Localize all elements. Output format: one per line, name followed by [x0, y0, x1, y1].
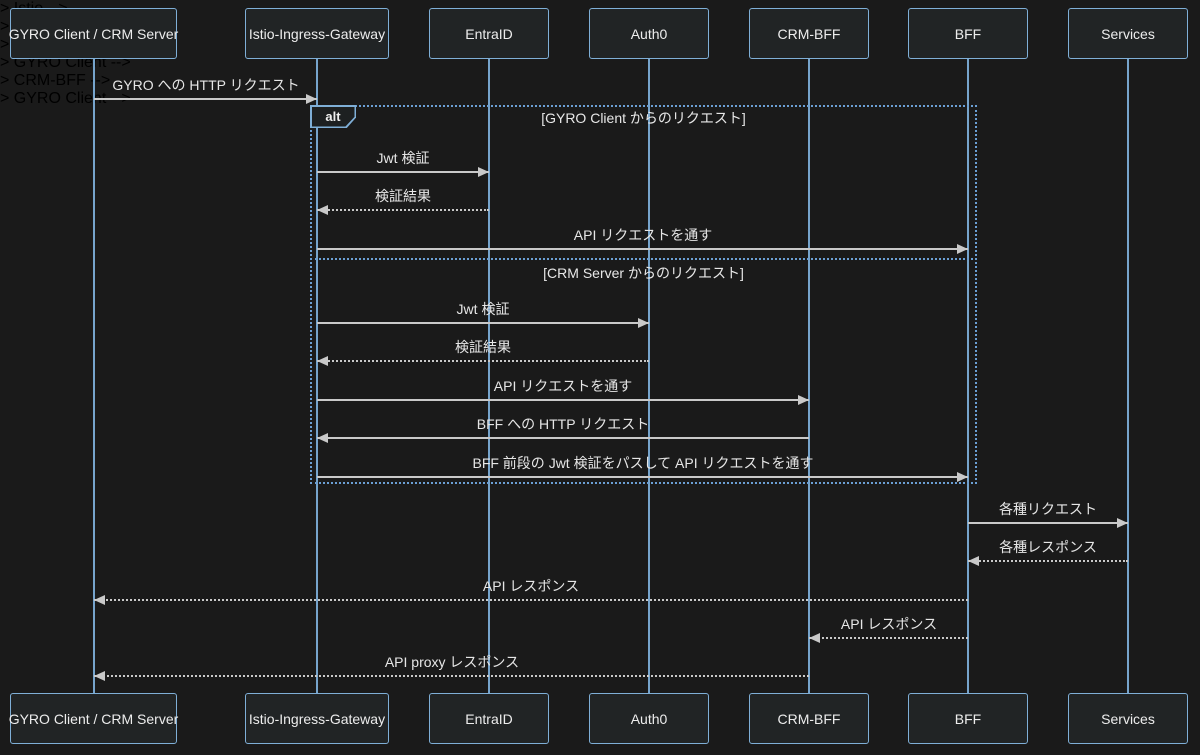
arrowhead-icon — [1117, 518, 1128, 528]
lifeline-gyro-client-crm-server — [93, 59, 95, 693]
message-label: 検証結果 — [455, 339, 511, 355]
actor-entraid-top: EntraID — [429, 8, 549, 59]
message-label: 検証結果 — [375, 188, 431, 204]
actor-crm-bff-top: CRM-BFF — [749, 8, 869, 59]
lifeline-services — [1127, 59, 1129, 693]
actor-bff-bottom: BFF — [908, 693, 1028, 744]
actor-label: EntraID — [465, 710, 513, 727]
actor-label: CRM-BFF — [777, 710, 841, 727]
alt-operator-label: alt — [311, 106, 355, 127]
alt-condition-1: [GYRO Client からのリクエスト] — [541, 110, 746, 126]
arrowhead-icon — [638, 318, 649, 328]
message-label: API レスポンス — [482, 578, 580, 594]
message-label: API proxy レスポンス — [384, 654, 520, 670]
message-line — [317, 360, 649, 362]
arrowhead-icon — [317, 205, 328, 215]
actor-label: Auth0 — [630, 25, 668, 42]
message-label: API レスポンス — [840, 616, 938, 632]
actor-crm-bff-bottom: CRM-BFF — [749, 693, 869, 744]
actor-istio-ingress-gateway-top: Istio-Ingress-Gateway — [245, 8, 389, 59]
message-label: API リクエストを通す — [573, 227, 713, 243]
actor-bff-top: BFF — [908, 8, 1028, 59]
message-line — [968, 560, 1128, 562]
lifeline-istio-ingress-gateway — [316, 59, 318, 693]
alt-fragment-frame — [310, 105, 977, 484]
actor-label: GYRO Client / CRM Server — [8, 25, 179, 42]
arrowhead-icon — [317, 433, 328, 443]
actor-label: EntraID — [465, 25, 513, 42]
actor-gyro-client-crm-server-bottom: GYRO Client / CRM Server — [8, 693, 179, 744]
alt-condition-2: [CRM Server からのリクエスト] — [543, 265, 744, 281]
message-line — [317, 248, 968, 250]
arrowhead-icon — [94, 595, 105, 605]
message-line — [94, 675, 809, 677]
arrowhead-icon — [809, 633, 820, 643]
arrowhead-icon — [478, 167, 489, 177]
actor-services-top: Services — [1068, 8, 1188, 59]
lifeline-bff — [967, 59, 969, 693]
message-line — [317, 322, 649, 324]
message-label: 各種レスポンス — [999, 539, 1097, 555]
message-label: BFF 前段の Jwt 検証をパスして API リクエストを通す — [472, 455, 814, 471]
arrowhead-icon — [798, 395, 809, 405]
lifeline-auth0 — [648, 59, 650, 693]
message-label: API リクエストを通す — [493, 378, 633, 394]
message-line — [317, 437, 809, 439]
message-line — [809, 637, 968, 639]
message-line — [94, 599, 968, 601]
message-line — [317, 476, 968, 478]
arrowhead-icon — [306, 94, 317, 104]
actor-label: CRM-BFF — [777, 25, 841, 42]
message-label: GYRO への HTTP リクエスト — [112, 77, 300, 93]
actor-gyro-client-crm-server-top: GYRO Client / CRM Server — [8, 8, 179, 59]
actor-istio-ingress-gateway-bottom: Istio-Ingress-Gateway — [245, 693, 389, 744]
actor-label: GYRO Client / CRM Server — [8, 710, 179, 727]
message-line — [317, 171, 489, 173]
arrowhead-icon — [968, 556, 979, 566]
actor-auth0-top: Auth0 — [589, 8, 709, 59]
arrowhead-icon — [957, 472, 968, 482]
message-label: 各種リクエスト — [999, 501, 1097, 517]
arrowhead-icon — [94, 671, 105, 681]
message-line — [968, 522, 1128, 524]
message-line — [94, 98, 317, 100]
message-label: Jwt 検証 — [376, 150, 430, 166]
actor-label: BFF — [954, 710, 982, 727]
lifeline-entraid — [488, 59, 490, 693]
actor-label: Auth0 — [630, 710, 668, 727]
arrowhead-icon — [317, 356, 328, 366]
actor-label: Istio-Ingress-Gateway — [248, 25, 386, 42]
actor-label: Services — [1101, 710, 1155, 727]
message-line — [317, 209, 489, 211]
actor-label: Services — [1101, 25, 1155, 42]
message-label: BFF への HTTP リクエスト — [476, 416, 650, 432]
message-line — [317, 399, 809, 401]
lifeline-crm-bff — [808, 59, 810, 693]
arrowhead-icon — [957, 244, 968, 254]
actor-services-bottom: Services — [1068, 693, 1188, 744]
actor-label: Istio-Ingress-Gateway — [248, 710, 386, 727]
alt-operator-tab: alt — [310, 105, 356, 128]
actor-label: BFF — [954, 25, 982, 42]
actor-entraid-bottom: EntraID — [429, 693, 549, 744]
message-label: Jwt 検証 — [456, 301, 510, 317]
actor-auth0-bottom: Auth0 — [589, 693, 709, 744]
alt-fragment-divider — [310, 258, 977, 260]
